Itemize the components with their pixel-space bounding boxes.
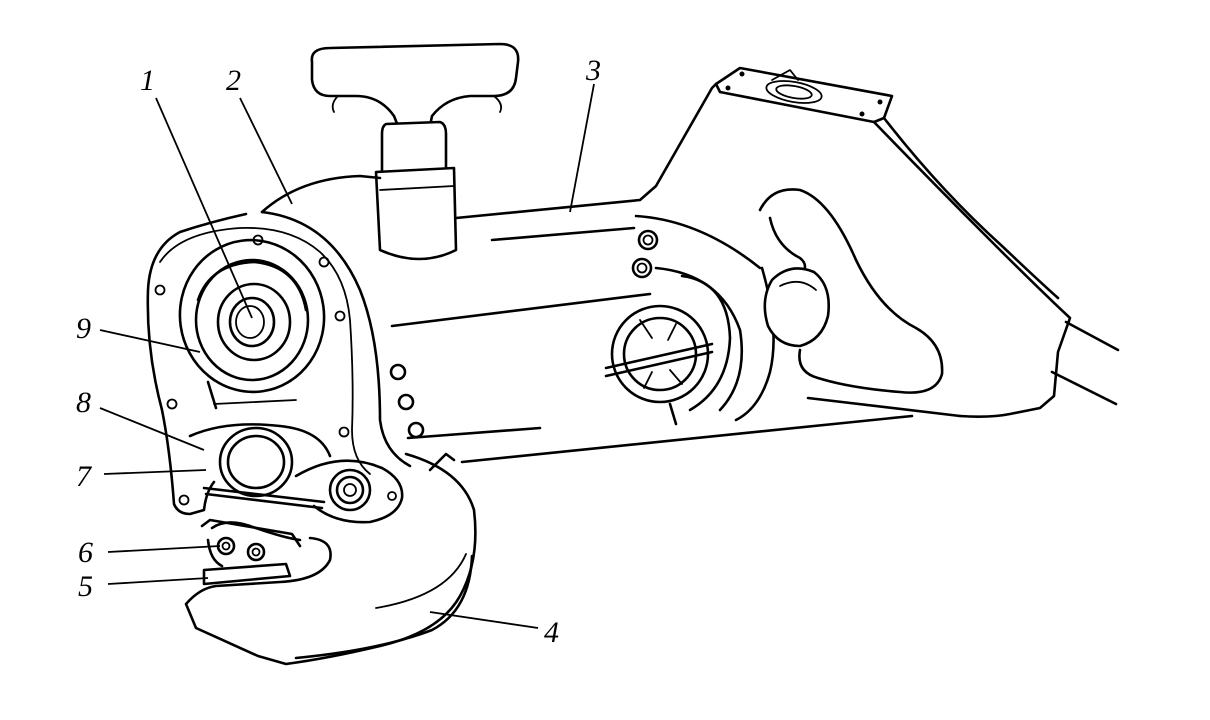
callout-6: 6 (78, 536, 93, 569)
callout-labels: 1 2 3 4 5 6 7 8 9 (76, 54, 601, 649)
tool-body (260, 66, 1120, 472)
upper-bearing (178, 238, 326, 394)
hook-jaw (184, 452, 477, 666)
t-handle (310, 42, 520, 261)
callout-7: 7 (76, 460, 93, 493)
leader-4 (429, 611, 539, 629)
pivot-bolt (294, 459, 404, 524)
selector-knob (604, 274, 732, 426)
leader-lines (99, 83, 595, 629)
leader-6 (107, 545, 221, 553)
callout-8: 8 (76, 386, 91, 419)
leader-1 (155, 97, 253, 319)
leader-7 (103, 469, 207, 475)
leader-9 (99, 329, 201, 353)
front-plate (146, 210, 412, 524)
callout-1: 1 (140, 64, 155, 97)
leader-3 (569, 83, 595, 213)
callout-3: 3 (585, 54, 601, 87)
leader-8 (99, 407, 205, 451)
lower-bearing (188, 423, 332, 510)
grip-knob (758, 188, 944, 394)
callout-2: 2 (226, 64, 241, 97)
callout-5: 5 (78, 570, 93, 603)
callout-9: 9 (76, 312, 91, 345)
leader-5 (107, 577, 209, 585)
callout-4: 4 (544, 616, 559, 649)
latch-ring (725, 69, 883, 117)
leader-2 (239, 97, 293, 205)
